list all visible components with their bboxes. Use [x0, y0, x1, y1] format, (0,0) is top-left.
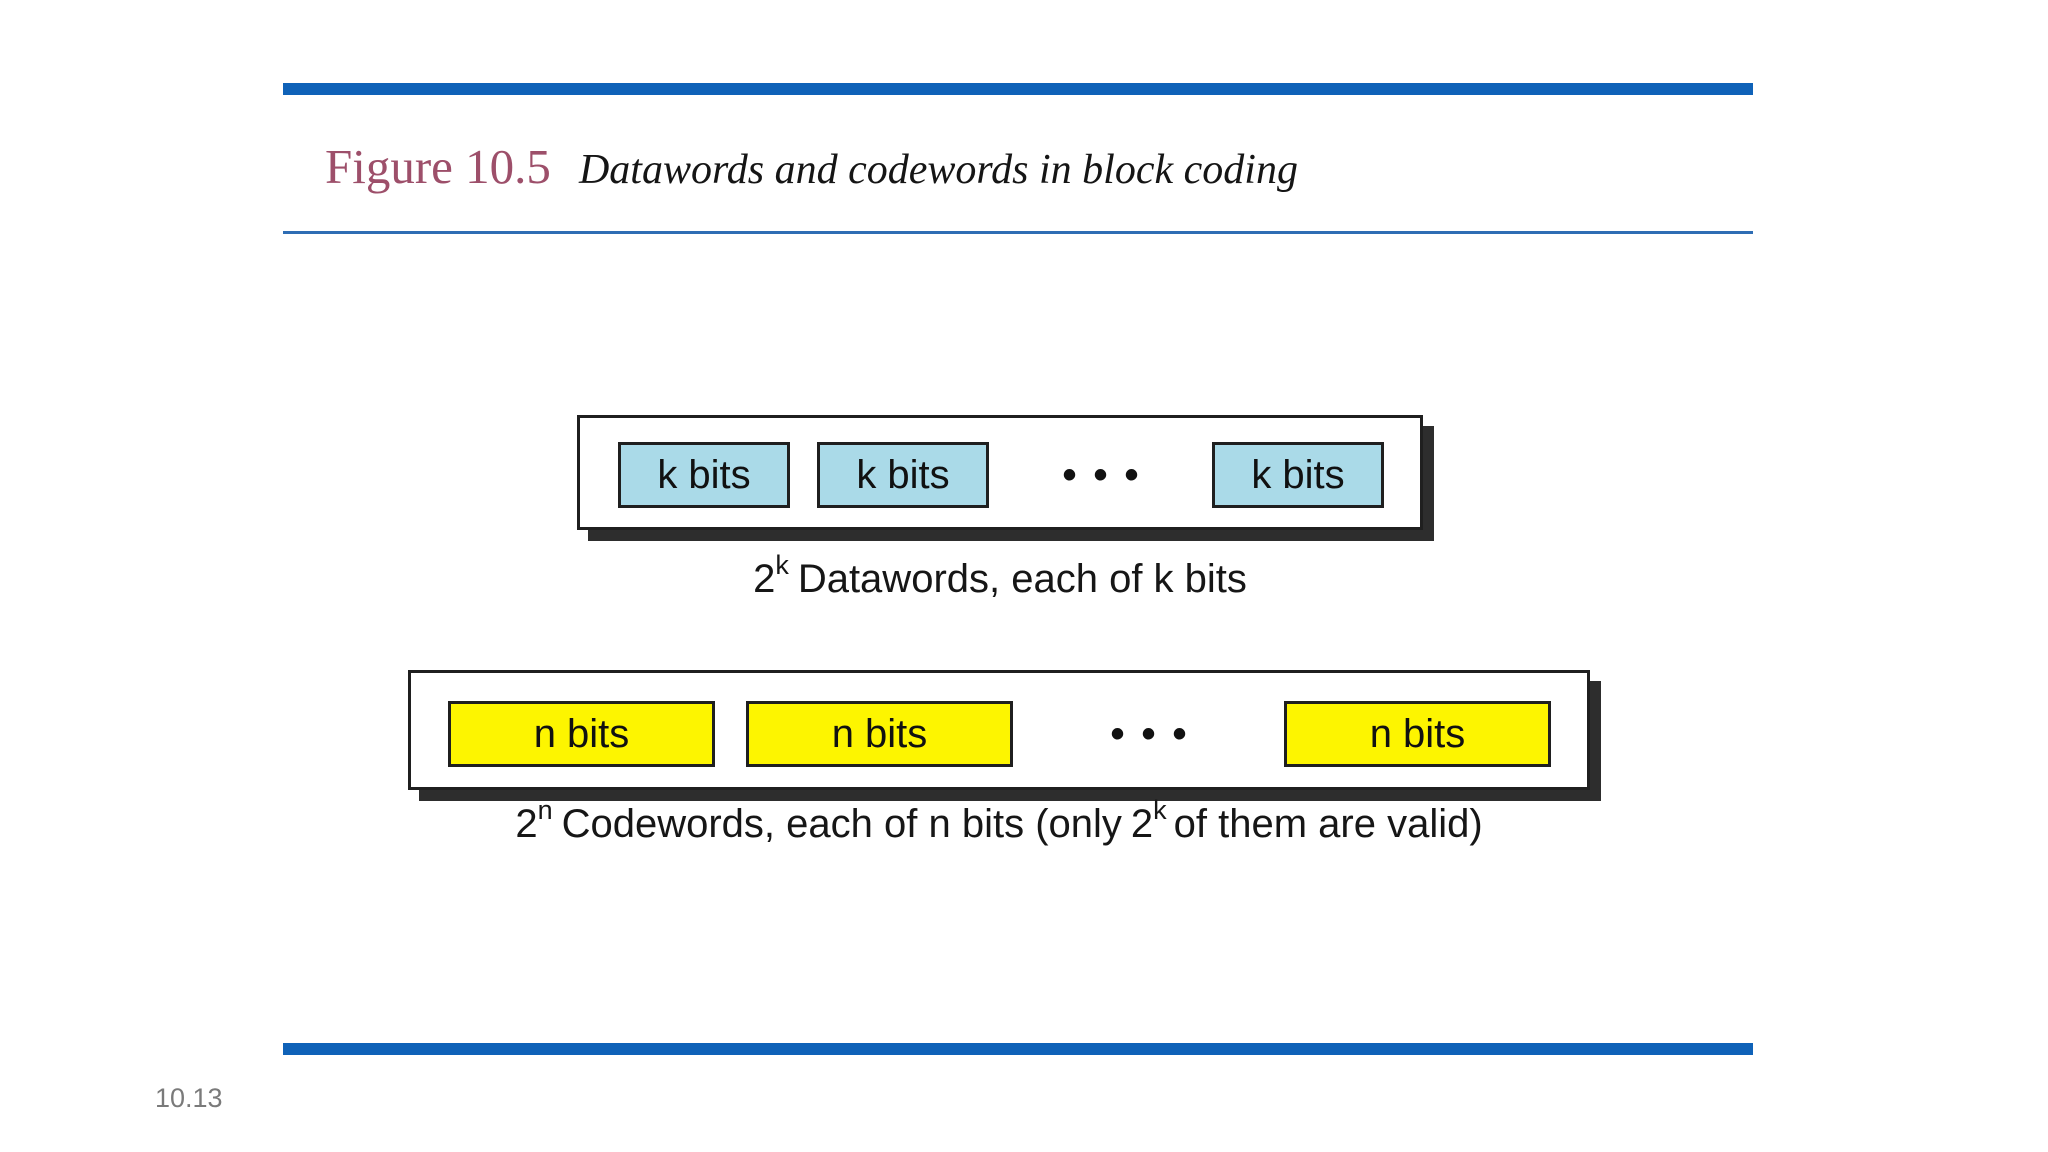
caption-base: 2: [1130, 802, 1154, 846]
codewords-panel: n bits n bits ••• n bits: [408, 670, 1590, 790]
slide-header: Figure 10.5 Datawords and codewords in b…: [325, 140, 1298, 194]
caption-text: Datawords, each of k bits: [797, 557, 1247, 601]
caption-base: 2: [515, 802, 538, 846]
caption-text: Codewords, each of n bits (only: [561, 802, 1122, 846]
codeword-block: n bits: [448, 701, 715, 767]
datawords-caption: 2k Datawords, each of k bits: [577, 551, 1423, 603]
caption-base: 2: [753, 557, 776, 601]
caption-superscript: k: [1153, 794, 1167, 825]
caption-superscript: k: [775, 549, 789, 580]
caption-text: of them are valid): [1173, 802, 1483, 846]
caption-superscript: n: [537, 794, 553, 825]
dataword-block: k bits: [618, 442, 790, 508]
ellipsis-dots: •••: [1110, 711, 1204, 756]
dataword-block: k bits: [817, 442, 989, 508]
top-accent-bar: [283, 83, 1753, 95]
ellipsis-dots: •••: [1062, 452, 1156, 497]
codeword-block: n bits: [746, 701, 1013, 767]
bottom-accent-bar: [283, 1043, 1753, 1055]
datawords-panel: k bits k bits ••• k bits: [577, 415, 1423, 530]
header-divider: [283, 231, 1753, 234]
dataword-block: k bits: [1212, 442, 1384, 508]
page-number: 10.13: [155, 1083, 223, 1113]
figure-title: Datawords and codewords in block coding: [578, 147, 1298, 193]
codeword-block: n bits: [1284, 701, 1551, 767]
figure-label: Figure 10.5: [325, 139, 551, 194]
